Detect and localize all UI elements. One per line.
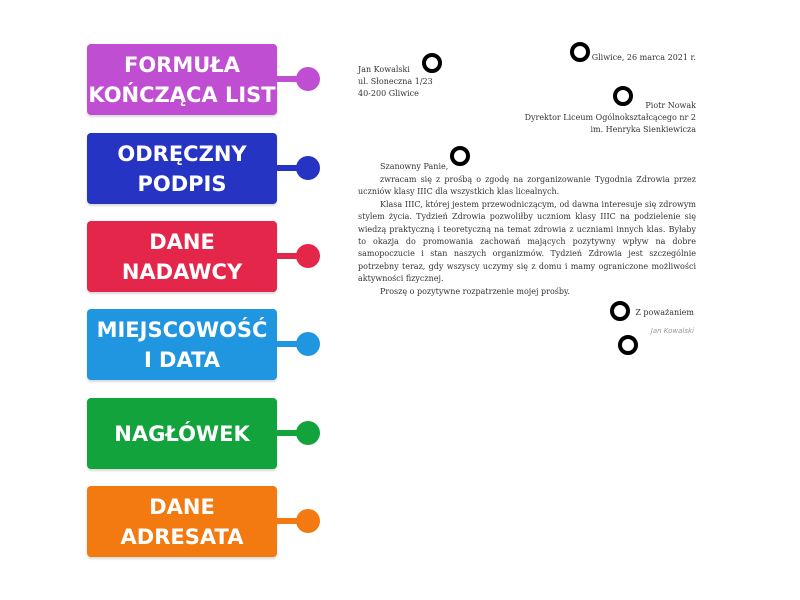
place-date: Gliwice, 26 marca 2021 r. <box>591 53 696 62</box>
sender-city: 40-200 Gliwice <box>358 89 419 98</box>
drop-target-recipient[interactable] <box>613 86 633 106</box>
tile-label: DANE NADAWCY <box>121 229 243 284</box>
tile-connector <box>277 518 301 524</box>
handwritten-signature: Jan Kowalski <box>650 327 694 335</box>
paragraph: zwracam się z prośbą o zgodę na zorganiz… <box>358 175 696 197</box>
drop-target-place-date[interactable] <box>570 42 590 62</box>
tile-formula-konczaca-list[interactable]: FORMUŁA KOŃCZĄCA LIST <box>87 44 277 115</box>
tile-connector <box>277 165 301 171</box>
tile-naglowek[interactable]: NAGŁÓWEK <box>87 398 277 469</box>
tile-dane-adresata[interactable]: DANE ADRESATA <box>87 486 277 557</box>
tile-odreczny-podpis[interactable]: ODRĘCZNY PODPIS <box>87 133 277 204</box>
closing: Z poważaniem <box>635 308 694 317</box>
tile-knob[interactable] <box>296 509 320 533</box>
tile-knob[interactable] <box>296 156 320 180</box>
letter-document: Jan Kowalski ul. Słoneczna 1/23 40-200 G… <box>352 40 702 360</box>
tile-dane-nadawcy[interactable]: DANE NADAWCY <box>87 221 277 292</box>
paragraph: Klasa IIIC, której jestem przewodniczący… <box>358 199 696 284</box>
tile-knob[interactable] <box>296 244 320 268</box>
tile-label: MIEJSCOWOŚĆ I DATA <box>96 317 268 372</box>
salutation: Szanowny Panie, <box>380 162 449 171</box>
drop-target-sender[interactable] <box>422 53 442 73</box>
sender-street: ul. Słoneczna 1/23 <box>358 77 433 86</box>
recipient-school: im. Henryka Sienkiewicza <box>590 125 696 134</box>
tile-connector <box>277 430 301 436</box>
tile-label: NAGŁÓWEK <box>114 421 250 446</box>
tile-label: FORMUŁA KOŃCZĄCA LIST <box>88 52 276 107</box>
tile-label: ODRĘCZNY PODPIS <box>117 141 247 196</box>
sender-name: Jan Kowalski <box>358 65 410 74</box>
drop-target-signature[interactable] <box>618 335 638 355</box>
tile-connector <box>277 341 301 347</box>
tile-knob[interactable] <box>296 67 320 91</box>
drop-target-salutation[interactable] <box>450 146 470 166</box>
drop-target-closing[interactable] <box>610 301 630 321</box>
recipient-name: Piotr Nowak <box>645 101 696 110</box>
tile-label: DANE ADRESATA <box>120 494 244 549</box>
tile-knob[interactable] <box>296 421 320 445</box>
recipient-title: Dyrektor Liceum Ogólnokształcącego nr 2 <box>524 113 696 122</box>
tile-connector <box>277 76 301 82</box>
tile-connector <box>277 253 301 259</box>
letter-body: zwracam się z prośbą o zgodę na zorganiz… <box>358 174 696 298</box>
tile-miejscowosc-i-data[interactable]: MIEJSCOWOŚĆ I DATA <box>87 309 277 380</box>
paragraph: Proszę o pozytywne rozpatrzenie mojej pr… <box>380 286 571 296</box>
tile-knob[interactable] <box>296 332 320 356</box>
